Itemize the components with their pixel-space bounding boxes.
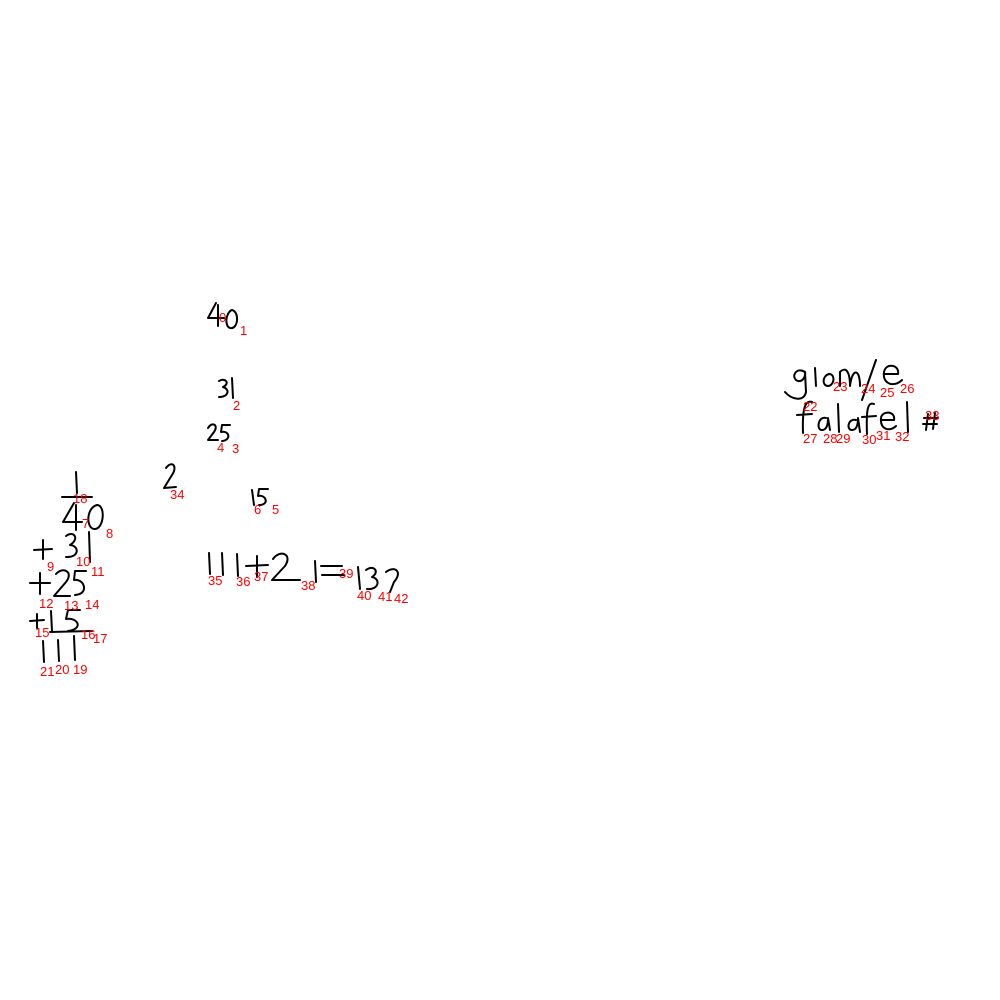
stroke-label: 29 — [836, 431, 850, 446]
stroke-label: 21 — [40, 664, 54, 679]
handwritten-vertical-sum — [29, 471, 104, 663]
stroke-label: 17 — [93, 631, 107, 646]
stroke-label: 2 — [233, 398, 240, 413]
stroke-label: 20 — [55, 662, 69, 677]
stroke-label: 26 — [900, 381, 914, 396]
handwritten-25-column — [207, 423, 231, 442]
stroke-label: 11 — [91, 564, 105, 579]
stroke-label: 14 — [85, 597, 99, 612]
stroke-label: 19 — [73, 662, 87, 677]
handwritten-40-top — [207, 302, 238, 330]
stroke-label: 0 — [219, 310, 226, 325]
stroke-label: 9 — [47, 559, 54, 574]
stroke-label: 31 — [876, 428, 890, 443]
stroke-label: 40 — [357, 588, 371, 603]
stroke-label: 28 — [823, 431, 837, 446]
stroke-label: 12 — [39, 596, 53, 611]
stroke-label: 24 — [861, 381, 875, 396]
stroke-label: 16 — [81, 627, 95, 642]
stroke-label: 22 — [803, 399, 817, 414]
stroke-label: 3 — [232, 441, 239, 456]
stroke-label: 13 — [64, 598, 78, 613]
stroke-label: 4 — [217, 440, 224, 455]
stroke-label: 39 — [339, 566, 353, 581]
handwritten-2 — [163, 463, 177, 489]
stroke-label: 23 — [833, 379, 847, 394]
stroke-label: 1 — [240, 323, 247, 338]
stroke-label: 32 — [895, 429, 909, 444]
stroke-label: 5 — [272, 502, 279, 517]
handwritten-falafel — [796, 400, 939, 435]
stroke-label: 34 — [170, 487, 184, 502]
stroke-label: 8 — [106, 526, 113, 541]
handwritten-15 — [251, 488, 269, 506]
stroke-label: 37 — [254, 569, 268, 584]
stroke-label: 18 — [73, 491, 87, 506]
stroke-label: 42 — [394, 591, 408, 606]
handwritten-31 — [218, 377, 234, 399]
stroke-label: 6 — [254, 502, 261, 517]
stroke-label: 15 — [35, 625, 49, 640]
stroke-label: 36 — [236, 574, 250, 589]
handwritten-equation — [208, 552, 399, 593]
handwritten-glomle — [784, 359, 903, 401]
stroke-label: 10 — [76, 554, 90, 569]
stroke-label: 30 — [862, 432, 876, 447]
stroke-label: 41 — [378, 589, 392, 604]
stroke-label: 33 — [925, 408, 939, 423]
stroke-label: 38 — [301, 578, 315, 593]
stroke-label: 7 — [82, 516, 89, 531]
stroke-label: 25 — [880, 385, 894, 400]
stroke-index-labels: 0 1 2 3 4 5 6 7 8 9 10 11 12 13 14 15 16… — [35, 310, 939, 679]
stroke-label: 35 — [208, 573, 222, 588]
stroke-label: 27 — [803, 431, 817, 446]
